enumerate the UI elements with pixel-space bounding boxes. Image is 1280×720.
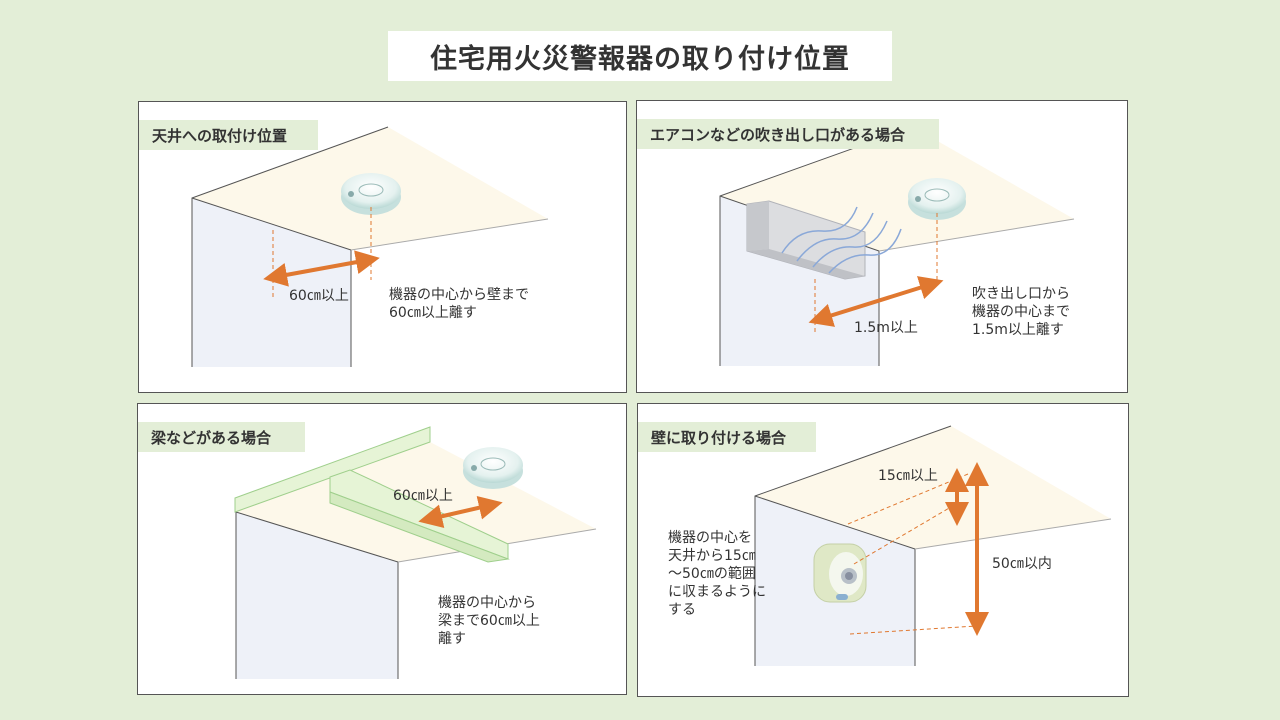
panel-ceiling: 天井への取付け位置 60㎝以上 機器の中心から壁まで 60㎝以上離す [138, 101, 627, 393]
aircon-note: 吹き出し口から 機器の中心まで 1.5m以上離す [972, 286, 1070, 338]
panel-beam-label: 梁などがある場合 [138, 422, 305, 452]
panel-aircon: エアコンなどの吹き出し口がある場合 1.5m以上 吹き出し口から 機器の中心まで… [636, 100, 1128, 393]
beam-note: 機器の中心から 梁まで60㎝以上 離す [438, 595, 540, 647]
wall-detector-icon [813, 543, 867, 603]
airflow-lines [781, 206, 902, 274]
beam-diagram [234, 426, 597, 679]
double-arrow-icon [263, 250, 380, 287]
wall-measure-top: 15㎝以上 [878, 468, 938, 484]
panel-wall: 壁に取り付ける場合 15㎝以上 50㎝以内 機器の中心を 天井から15㎝ ～50… [637, 403, 1129, 697]
double-arrow-icon [418, 495, 503, 529]
double-arrow-icon [808, 276, 944, 327]
panel-ceiling-label: 天井への取付け位置 [139, 120, 318, 150]
smoke-detector-icon [463, 447, 523, 489]
smoke-detector-icon [908, 178, 966, 220]
wall-diagram [754, 425, 1112, 666]
ceiling-diagram [191, 126, 549, 367]
ceiling-note: 機器の中心から壁まで 60㎝以上離す [389, 287, 529, 321]
beam-measure: 60㎝以上 [393, 488, 453, 504]
ceiling-measure: 60㎝以上 [289, 288, 349, 304]
ceiling-plane [755, 426, 1111, 549]
aircon-measure: 1.5m以上 [854, 320, 918, 336]
aircon-diagram [719, 126, 1075, 366]
center-guide [853, 503, 957, 565]
panel-wall-label: 壁に取り付ける場合 [638, 422, 816, 452]
bottom-guide [849, 625, 977, 635]
air-conditioner-icon [746, 200, 866, 280]
smoke-detector-icon [341, 173, 401, 215]
wall-plane [236, 512, 398, 679]
panel-beam: 梁などがある場合 60㎝以上 機器の中心から 梁まで60㎝以上 離す [137, 403, 627, 695]
page-title: 住宅用火災警報器の取り付け位置 [388, 31, 892, 81]
wall-measure-range: 50㎝以内 [992, 556, 1052, 572]
panel-aircon-label: エアコンなどの吹き出し口がある場合 [637, 119, 939, 149]
wall-note: 機器の中心を 天井から15㎝ ～50㎝の範囲 に収まるように する [668, 530, 766, 618]
